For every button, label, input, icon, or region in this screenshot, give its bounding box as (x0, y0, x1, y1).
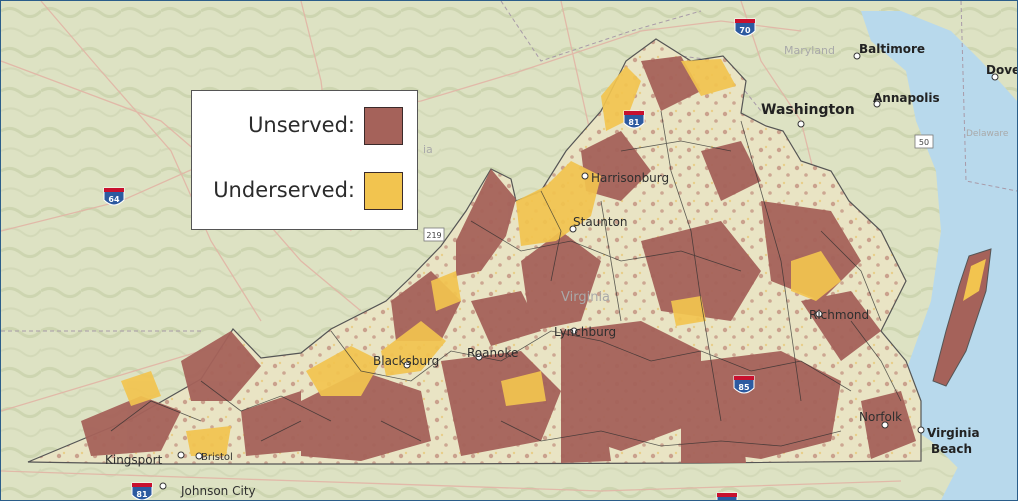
water-atlantic (941, 201, 1017, 500)
state-border-lines (1, 1, 1017, 332)
state-label-delaware: Delaware (966, 129, 1009, 139)
city-label-baltimore: Baltimore (859, 42, 925, 56)
interstate-85-shield: 85 (733, 375, 755, 394)
water-chesapeake (861, 11, 1017, 481)
city-label-washington: Washington (761, 102, 855, 118)
eastern-shore-underserved (963, 259, 986, 301)
state-label-virginia: Virginia (561, 290, 610, 305)
city-label-roanoke: Roanoke (467, 346, 518, 360)
city-label-kingsport: Kingsport (105, 453, 163, 467)
legend-item-underserved: Underserved: (192, 170, 417, 210)
state-label-maryland: Maryland (784, 44, 835, 57)
city-label-johnson-city: Johnson City (180, 484, 256, 498)
city-label-richmond: Richmond (809, 308, 869, 322)
city-label-annapolis: Annapolis (873, 91, 940, 105)
city-label-virginia-beach-line2: Beach (931, 442, 972, 456)
i85-number: 85 (738, 383, 750, 392)
underserved-regions (121, 59, 841, 456)
map-label-fragment: ia (423, 143, 433, 156)
city-label-dover: Dove (986, 63, 1017, 77)
interstate-70-shield: 70 (734, 18, 756, 37)
county-boundaries (110, 110, 902, 447)
legend-label-underserved: Underserved: (213, 178, 355, 202)
city-label-lynchburg: Lynchburg (554, 325, 616, 339)
i70-number: 70 (739, 26, 751, 35)
interstate-bottom-shield (716, 492, 738, 500)
us50-number: 50 (919, 138, 929, 147)
city-label-blacksburg: Blacksburg (373, 354, 439, 368)
us219-number: 219 (426, 231, 441, 240)
interstate-81-south-shield: 81 (131, 482, 153, 500)
city-markers (159, 52, 999, 490)
legend-label-unserved: Unserved: (248, 113, 355, 137)
city-label-bristol: Bristol (201, 452, 233, 463)
i64-number: 64 (108, 195, 120, 204)
city-label-norfolk: Norfolk (859, 410, 902, 424)
city-label-virginia-beach-line1: Virginia (927, 426, 980, 440)
us-route-50-marker: 50 (914, 134, 934, 149)
i81-north-number: 81 (628, 118, 640, 127)
legend-item-unserved: Unserved: (192, 105, 417, 145)
city-label-staunton: Staunton (573, 215, 628, 229)
map-legend: Unserved: Underserved: (191, 90, 418, 230)
legend-swatch-unserved (364, 107, 403, 145)
city-label-harrisonburg: Harrisonburg (591, 171, 669, 185)
interstate-64-shield: 64 (103, 187, 125, 206)
interstate-81-north-shield: 81 (623, 110, 645, 129)
i81-south-number: 81 (136, 490, 148, 499)
us-route-219-marker: 219 (423, 227, 445, 242)
legend-swatch-underserved (364, 172, 403, 210)
